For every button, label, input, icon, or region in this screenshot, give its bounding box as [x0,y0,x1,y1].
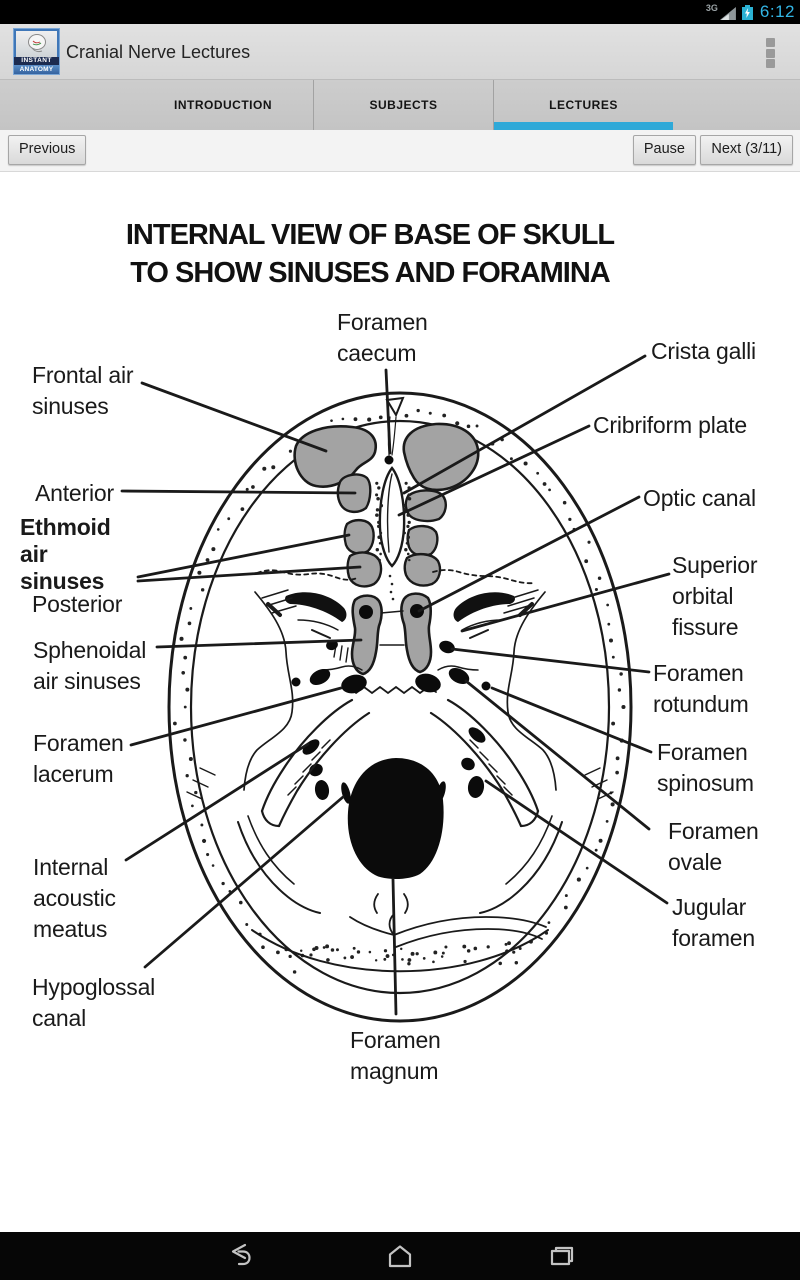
page-title: Cranial Nerve Lectures [66,42,251,62]
tab-strip: INTRODUCTION SUBJECTS LECTURES [133,80,673,130]
figure-label-posterior: Posterior [32,591,123,617]
previous-button[interactable]: Previous [8,135,87,165]
figure-label-crista-galli: Crista galli [651,338,756,364]
network-type-label: 3G [705,3,718,13]
back-icon[interactable] [224,1240,256,1272]
system-nav-bar [0,1232,800,1280]
app-logo-skull-icon [16,31,57,57]
tab-introduction[interactable]: INTRODUCTION [174,98,272,112]
signal-strength-icon [719,7,736,20]
tab-bar: INTRODUCTION SUBJECTS LECTURES [0,80,800,130]
next-button[interactable]: Next (3/11) [700,135,793,165]
app-home-icon[interactable]: INSTANT ANATOMY [13,28,60,75]
figure-label-anterior: Anterior [35,480,114,506]
figure-title-line1: INTERNAL VIEW OF BASE OF SKULL [125,219,615,251]
lecture-toolbar: Previous Pause Next (3/11) [0,130,800,172]
home-icon[interactable] [384,1240,416,1272]
action-bar: INSTANT ANATOMY Cranial Nerve Lectures [0,24,800,80]
figure-label-optic-canal: Optic canal [643,485,756,511]
app-logo-text-top: INSTANT [14,57,59,65]
figure-title-line2: TO SHOW SINUSES AND FORAMINA [130,257,611,289]
pause-button[interactable]: Pause [632,135,696,165]
tab-lectures[interactable]: LECTURES [493,80,673,130]
status-bar: 3G 6:12 [0,0,800,24]
status-clock: 6:12 [759,2,795,21]
figure-title: INTERNAL VIEW OF BASE OF SKULL TO SHOW S… [0,216,740,292]
recents-icon[interactable] [546,1240,578,1272]
overflow-menu-icon[interactable] [762,38,778,68]
battery-charging-icon [741,5,753,20]
tab-subjects[interactable]: SUBJECTS [313,80,493,130]
figure-label-cribriform-plate: Cribriform plate [593,412,748,438]
app-logo-text-bottom: ANATOMY [14,65,59,74]
